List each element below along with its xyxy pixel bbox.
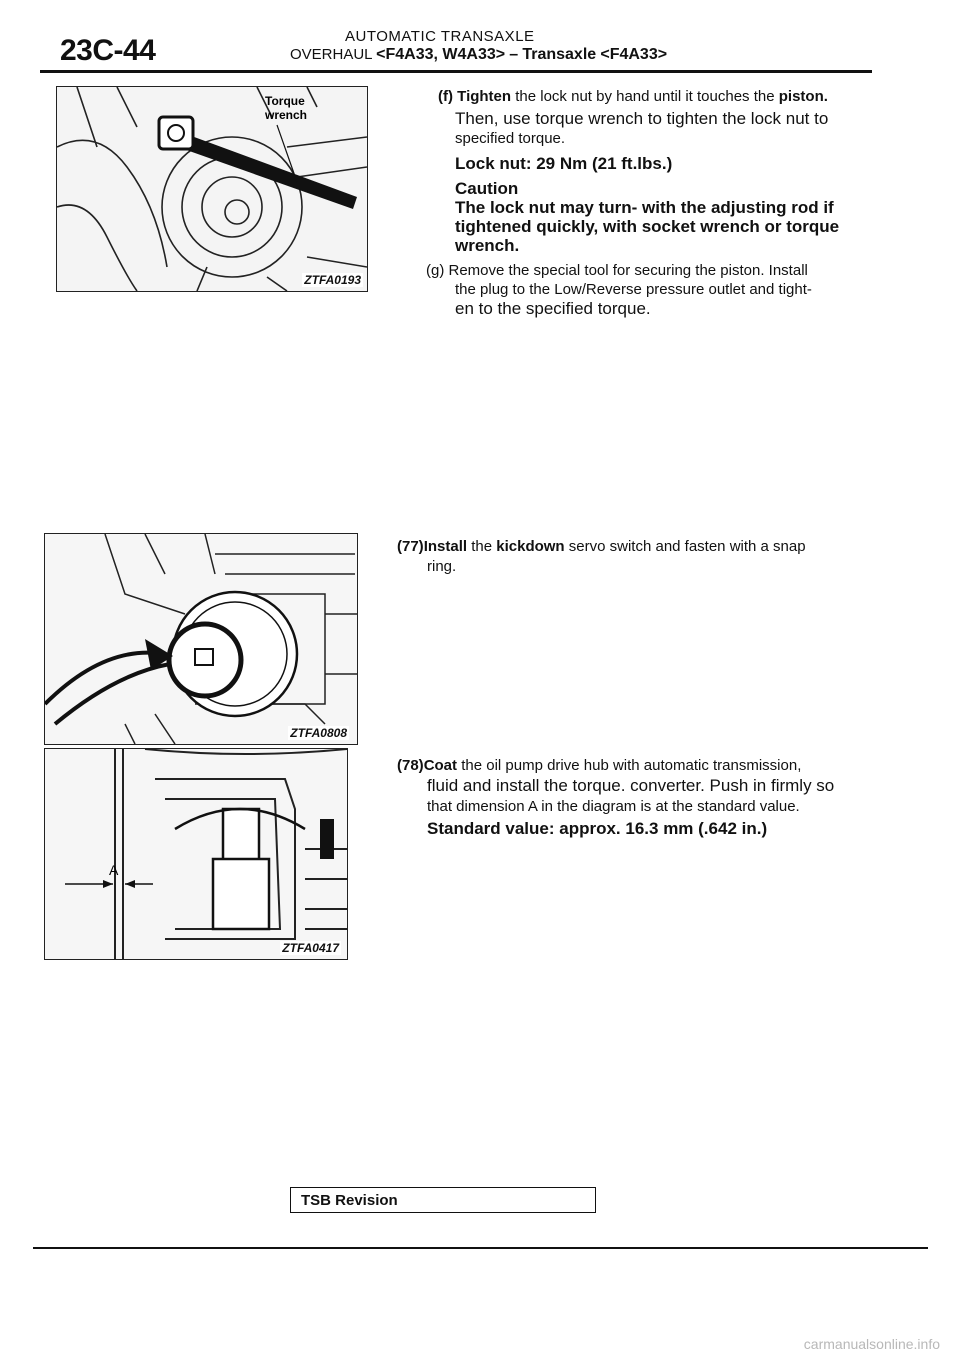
step-77-line2: ring. bbox=[427, 558, 457, 575]
torque-label-line1: Torque bbox=[265, 94, 305, 108]
figure-torque-wrench: Torque wrench ZTFA0193 bbox=[56, 86, 368, 292]
caution-line3: wrench. bbox=[455, 236, 520, 255]
subsection-dash: – bbox=[509, 46, 519, 63]
figure-id-2: ZTFA0808 bbox=[288, 726, 349, 740]
kickdown-servo-illustration bbox=[45, 534, 357, 744]
step-f-line2: Then, use torque wrench to tighten the l… bbox=[455, 109, 829, 128]
footer-rule bbox=[33, 1247, 928, 1249]
torque-label-line2: wrench bbox=[264, 108, 307, 122]
header-rule bbox=[40, 70, 872, 73]
caution-title: Caution bbox=[455, 179, 519, 198]
figure-id-1: ZTFA0193 bbox=[302, 273, 363, 287]
step-f-lead: (f) bbox=[438, 88, 453, 105]
step-77-text-a: the bbox=[471, 538, 493, 555]
step-78-text: the oil pump drive hub with automatic tr… bbox=[461, 757, 802, 774]
step-f-text: the lock nut by hand until it touches th… bbox=[515, 88, 775, 105]
figure-torque-converter: A ZTFA0417 bbox=[44, 748, 348, 960]
dimension-a-label: A bbox=[109, 862, 119, 878]
step-78-line2: fluid and install the torque. converter.… bbox=[427, 776, 835, 795]
step-77-line1: (77)Install the kickdown servo switch an… bbox=[397, 538, 806, 556]
caution-line1: The lock nut may turn- with the adjustin… bbox=[455, 198, 834, 217]
step-78-spec: Standard value: approx. 16.3 mm (.642 in… bbox=[427, 819, 768, 838]
subsection-prefix: OVERHAUL bbox=[290, 46, 372, 63]
subsection-item: Transaxle bbox=[522, 46, 597, 63]
step-78-bold-word: Coat bbox=[423, 757, 458, 774]
figure-id-3: ZTFA0417 bbox=[280, 941, 341, 955]
section-title: AUTOMATIC TRANSAXLE bbox=[345, 28, 535, 45]
subsection-models: <F4A33, W4A33> bbox=[376, 46, 506, 63]
step-f-spec: Lock nut: 29 Nm (21 ft.lbs.) bbox=[455, 154, 673, 173]
step-g-line2: the plug to the Low/Reverse pressure out… bbox=[455, 281, 812, 298]
figure-kickdown-servo: ZTFA0808 bbox=[44, 533, 358, 745]
step-77-text-b: servo switch and fasten with a snap bbox=[568, 538, 806, 555]
step-f-line1: (f) Tighten the lock nut by hand until i… bbox=[438, 88, 828, 106]
step-f-bold-word: Tighten bbox=[457, 88, 512, 105]
watermark: carmanualsonline.info bbox=[803, 1336, 940, 1352]
subsection-title: OVERHAUL <F4A33, W4A33> – Transaxle <F4A… bbox=[290, 46, 667, 64]
step-78-number: (78) bbox=[397, 757, 424, 774]
step-g-line3: en to the specified torque. bbox=[455, 299, 651, 318]
page-number: 23C-44 bbox=[60, 34, 156, 67]
torque-wrench-illustration: Torque wrench bbox=[57, 87, 367, 291]
step-77-bold-word2: kickdown bbox=[496, 538, 565, 555]
step-f-line3: specified torque. bbox=[455, 130, 566, 147]
step-g-line1: (g) Remove the special tool for securing… bbox=[426, 262, 808, 279]
step-77-number: (77) bbox=[397, 538, 424, 555]
subsection-item-model: <F4A33> bbox=[600, 46, 668, 63]
step-f-bold-end: piston. bbox=[778, 88, 828, 105]
step-77-bold-word: Install bbox=[423, 538, 468, 555]
step-78-line1: (78)Coat the oil pump drive hub with aut… bbox=[397, 757, 801, 775]
caution-line2: tightened quickly, with socket wrench or… bbox=[455, 217, 840, 236]
torque-converter-illustration: A bbox=[45, 749, 347, 959]
tsb-revision-box: TSB Revision bbox=[290, 1187, 596, 1213]
step-78-line3: that dimension A in the diagram is at th… bbox=[427, 798, 800, 815]
